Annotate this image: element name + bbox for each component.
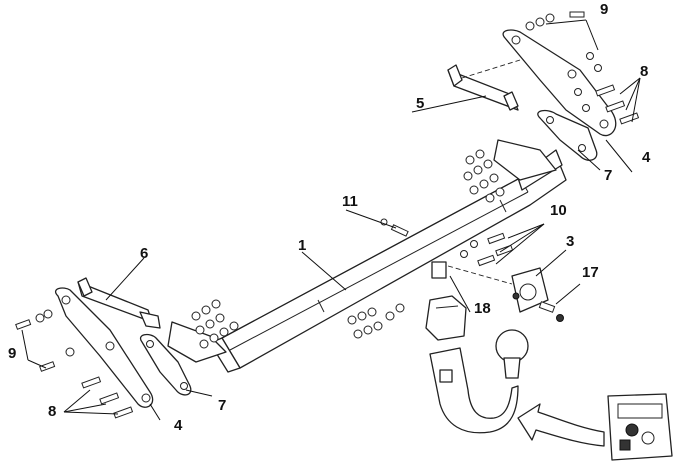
label-part-3: 3 [566, 233, 574, 250]
label-part-8-right: 8 [640, 63, 648, 80]
label-part-4-left: 4 [174, 417, 183, 434]
nut-cluster-center-left [191, 299, 239, 349]
label-part-10: 10 [550, 202, 567, 219]
side-plate-part-4-left [55, 287, 154, 408]
bolt-set-part-8-left [81, 376, 134, 419]
direction-arrow [517, 403, 605, 447]
side-plate-part-7-left [139, 321, 227, 396]
holder-part-18 [431, 261, 447, 279]
label-part-17: 17 [582, 264, 599, 281]
label-part-18: 18 [474, 300, 491, 317]
bracket-part-5 [447, 59, 521, 111]
part-labels: 1 11 10 3 17 18 5 9 8 4 7 6 9 8 4 7 [8, 1, 651, 434]
socket-plate-part-3 [447, 265, 549, 313]
bolt-set-part-8-right [574, 84, 640, 125]
bolt-set-part-9-left [15, 309, 75, 372]
label-part-5: 5 [416, 95, 424, 112]
nut-cluster-lower-middle [347, 303, 405, 339]
nut-cluster-center-right [463, 149, 505, 203]
side-plate-part-7-right [493, 109, 598, 181]
label-part-8-left: 8 [48, 403, 56, 420]
label-part-1: 1 [298, 237, 306, 254]
label-part-9-right: 9 [600, 1, 608, 18]
label-part-6: 6 [140, 245, 148, 262]
bracket-part-6 [77, 277, 161, 329]
bolt-set-part-10 [460, 232, 514, 267]
leader-lines [21, 19, 641, 421]
label-part-4-right: 4 [642, 149, 651, 166]
inset-detail [607, 393, 673, 461]
nut-cluster-top-right [525, 11, 602, 72]
tow-ball [429, 329, 529, 434]
label-part-7-left: 7 [218, 397, 226, 414]
label-part-11: 11 [342, 193, 358, 210]
bolt-part-17 [538, 301, 564, 322]
label-part-7-right: 7 [604, 167, 612, 184]
label-part-9-left: 9 [8, 345, 16, 362]
coupling-block [425, 295, 467, 341]
